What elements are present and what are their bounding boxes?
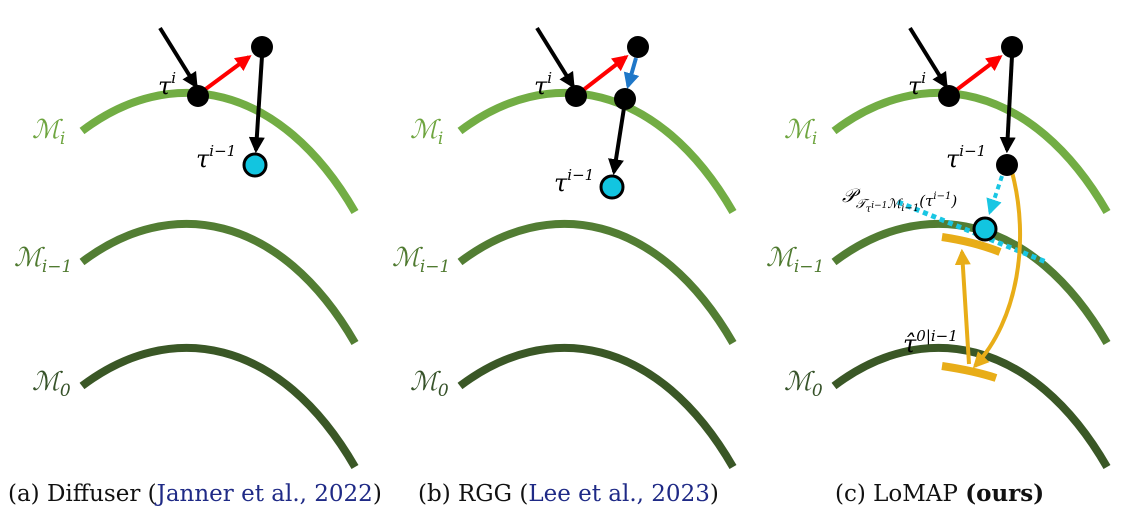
label-tau-i: τi <box>534 69 552 100</box>
panel-b: ℳi ℳi−1 ℳ0 τi τi−1 (b) RGG (Lee et al., … <box>392 26 737 507</box>
caption-a: (a) Diffuser (Janner et al., 2022) <box>8 481 382 507</box>
label-tau-im1: τi−1 <box>946 142 986 173</box>
incoming-arrow <box>908 26 948 89</box>
label-M-im1: ℳi−1 <box>14 243 72 277</box>
manifold-curve-i <box>79 89 359 215</box>
node-intermediate <box>627 36 649 58</box>
label-M-im1: ℳi−1 <box>392 243 450 277</box>
node-projected <box>972 216 998 242</box>
step-arrow-red <box>201 55 252 93</box>
tangent-highlight-0 <box>941 362 998 382</box>
manifold-curve-im1 <box>457 220 737 346</box>
node-tau-im1 <box>996 154 1018 176</box>
lift-arrow <box>954 248 971 365</box>
node-guided <box>614 88 636 110</box>
label-tau-i: τi <box>158 69 176 100</box>
incoming-arrow <box>158 26 198 89</box>
caption-b: (b) RGG (Lee et al., 2023) <box>418 481 719 507</box>
label-M-0: ℳ0 <box>32 367 71 401</box>
node-tau-i <box>938 85 960 107</box>
caption-c: (c) LoMAP (ours) <box>835 480 1044 507</box>
step-arrow-red <box>580 55 629 93</box>
label-tau-im1: τi−1 <box>554 166 594 197</box>
node-tau-i <box>565 85 587 107</box>
label-projection: 𝒫𝒯τi−1ℳi−1(τi−1) <box>842 185 957 215</box>
node-tau-im1 <box>599 174 625 200</box>
label-tau-im1: τi−1 <box>196 142 236 173</box>
manifold-curve-i <box>457 89 737 215</box>
label-M-im1: ℳi−1 <box>766 243 824 277</box>
manifold-curve-i <box>831 89 1111 215</box>
denoise-arrow <box>608 107 626 176</box>
step-arrow-red <box>953 55 1003 93</box>
panel-a: ℳi ℳi−1 ℳ0 τi τi−1 (a) Diffuser (Janner … <box>8 26 382 507</box>
incoming-arrow <box>535 26 575 89</box>
label-tau-hat: τ̂0|i−1 <box>903 327 958 358</box>
label-M-0: ℳ0 <box>410 367 449 401</box>
panel-c: ℳi ℳi−1 ℳ0 τi τi−1 𝒫𝒯τi−1ℳi−1(τi−1) τ̂0|… <box>766 26 1111 507</box>
label-M-0: ℳ0 <box>784 367 823 401</box>
denoise-arrow <box>248 55 265 154</box>
denoise-arrow <box>999 55 1016 154</box>
denoise-to-M0-arrow <box>972 171 1022 369</box>
label-M-i: ℳi <box>784 115 817 149</box>
projection-arrow <box>986 175 1004 216</box>
manifold-curve-0 <box>831 344 1111 470</box>
node-tau-i <box>187 85 209 107</box>
tangent-highlight-im1 <box>941 233 1002 256</box>
node-tau-im1 <box>242 152 268 178</box>
guidance-arrow-blue <box>623 57 640 90</box>
label-M-i: ℳi <box>410 115 443 149</box>
node-intermediate <box>251 36 273 58</box>
manifold-curve-0 <box>457 344 737 470</box>
tangent-space-line <box>897 199 1047 265</box>
node-intermediate <box>1001 36 1023 58</box>
manifold-curve-im1 <box>79 220 359 346</box>
label-tau-i: τi <box>908 69 926 100</box>
label-M-i: ℳi <box>32 115 65 149</box>
manifold-curve-0 <box>79 344 359 470</box>
